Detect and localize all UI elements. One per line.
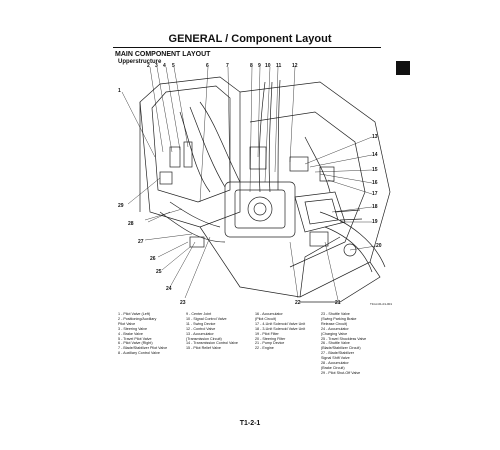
callout-8: 8: [250, 63, 253, 69]
callout-17: 17: [372, 191, 378, 197]
callout-24: 24: [166, 286, 172, 292]
section-tab-marker: [396, 61, 410, 75]
legend-item: 5 - Travel Pilot Valve: [118, 336, 152, 341]
callout-19: 19: [372, 219, 378, 225]
callout-26: 26: [150, 256, 156, 262]
legend-item: 21 - Pump Device: [255, 341, 285, 346]
callout-3: 3: [155, 63, 158, 69]
legend-item: 23 - Shuttle Valve: [321, 312, 350, 316]
callout-11: 11: [276, 63, 282, 69]
callout-12: 12: [292, 63, 298, 69]
callout-15: 15: [372, 167, 378, 173]
legend-item: 6 - Pilot Valve (Right): [118, 341, 153, 346]
legend-item: (Swing Parking Brake: [321, 316, 357, 321]
callout-5: 5: [172, 63, 175, 69]
subsection-title: Upperstructure: [118, 59, 162, 65]
callout-6: 6: [206, 63, 209, 69]
callout-7: 7: [226, 63, 229, 69]
leader-lines: [121, 66, 377, 301]
legend-column-4: 23 - Shuttle Valve (Swing Parking Brake …: [321, 312, 366, 376]
legend-item: (Blade/Stabilizer Circuit): [321, 346, 361, 351]
legend-item: 3 - Steering Valve: [118, 326, 148, 331]
legend-item: (Brake Circuit): [321, 365, 345, 370]
legend-item: 13 - Accumulator: [186, 331, 214, 336]
legend-item: 11 - Swing Device: [186, 321, 216, 326]
legend-item: 24 - Accumulator: [321, 326, 349, 331]
title-rule: [113, 47, 381, 48]
callout-16: 16: [372, 180, 378, 186]
legend-item: 20 - Steering Filter: [255, 336, 286, 341]
legend-item: (Transmission Circuit): [186, 336, 222, 341]
callout-1: 1: [118, 88, 121, 94]
component-layout-illustration: 1 2 3 4 5 6 7 8 9 10 11 12 13 14 15 16 1…: [118, 63, 392, 306]
callout-13: 13: [372, 134, 378, 140]
legend-item: 8 - Auxiliary Control Valve: [118, 351, 160, 356]
legend-item: 25 - Travel Shockless Valve: [321, 336, 367, 341]
legend-item: Release Circuit): [321, 321, 348, 326]
callout-22: 22: [295, 300, 301, 306]
page-number: T1-2-1: [239, 420, 261, 427]
legend-column-1: 1 - Pilot Valve (Left) 2 - Positioning/A…: [118, 312, 167, 356]
callout-labels: 1 2 3 4 5 6 7 8 9 10 11 12 13 14 15 16 1…: [118, 63, 392, 306]
legend-column-3: 16 - Accumulator (Pilot Circuit) 17 - 4-…: [255, 312, 305, 351]
component-legend: 1 - Pilot Valve (Left) 2 - Positioning/A…: [118, 312, 388, 375]
callout-4: 4: [163, 63, 166, 69]
legend-item: (Charging Valve: [321, 331, 348, 336]
legend-column-2: 9 - Center Joint 10 - Signal Control Val…: [186, 312, 238, 351]
callout-18: 18: [372, 204, 378, 210]
legend-item: 9 - Center Joint: [186, 312, 212, 316]
legend-item: 15 - Pilot Relief Valve: [186, 346, 221, 351]
legend-item: 2 - Positioning/Auxiliary: [118, 316, 157, 321]
legend-item: 14 - Transmission Control Valve: [186, 341, 238, 346]
legend-item: 17 - 4-Unit Solenoid Valve Unit: [255, 321, 306, 326]
legend-item: 29 - Pilot Shut-Off Valve: [321, 370, 361, 375]
callout-27: 27: [138, 239, 144, 245]
legend-item: Pilot Valve: [118, 321, 136, 326]
callout-14: 14: [372, 152, 378, 158]
callout-20: 20: [376, 243, 382, 249]
section-title: MAIN COMPONENT LAYOUT: [115, 51, 211, 58]
callout-23: 23: [180, 300, 186, 306]
callout-21: 21: [335, 300, 341, 306]
callout-2: 2: [147, 63, 150, 69]
callout-10: 10: [265, 63, 271, 69]
legend-item: 19 - Pilot Filter: [255, 331, 279, 336]
legend-item: Signal Shift Valve: [321, 356, 350, 361]
callout-25: 25: [156, 269, 162, 275]
legend-item: 7 - Blade/Stabilizer Pilot Valve: [118, 346, 168, 351]
legend-item: (Pilot Circuit): [255, 316, 277, 321]
legend-item: 27 - Blade/Stabilizer: [321, 351, 355, 356]
legend-item: 18 - 3-Unit Solenoid Valve Unit: [255, 326, 306, 331]
machine-outline: [139, 76, 391, 303]
legend-item: 12 - Control Valve: [186, 326, 216, 331]
page-title: GENERAL / Component Layout: [168, 33, 332, 45]
callout-29: 29: [118, 203, 124, 209]
callout-28: 28: [128, 221, 134, 227]
legend-item: 10 - Signal Control Valve: [186, 316, 227, 321]
legend-item: 16 - Accumulator: [255, 312, 283, 316]
legend-item: 4 - Brake Valve: [118, 331, 143, 336]
legend-item: 1 - Pilot Valve (Left): [118, 312, 151, 316]
callout-9: 9: [258, 63, 261, 69]
legend-item: 28 - Accumulator: [321, 361, 349, 366]
legend-item: 22 - Engine: [255, 346, 274, 351]
legend-item: 26 - Shuttle Valve: [321, 341, 350, 346]
image-code: T1GJ-01-01-001: [370, 302, 392, 306]
